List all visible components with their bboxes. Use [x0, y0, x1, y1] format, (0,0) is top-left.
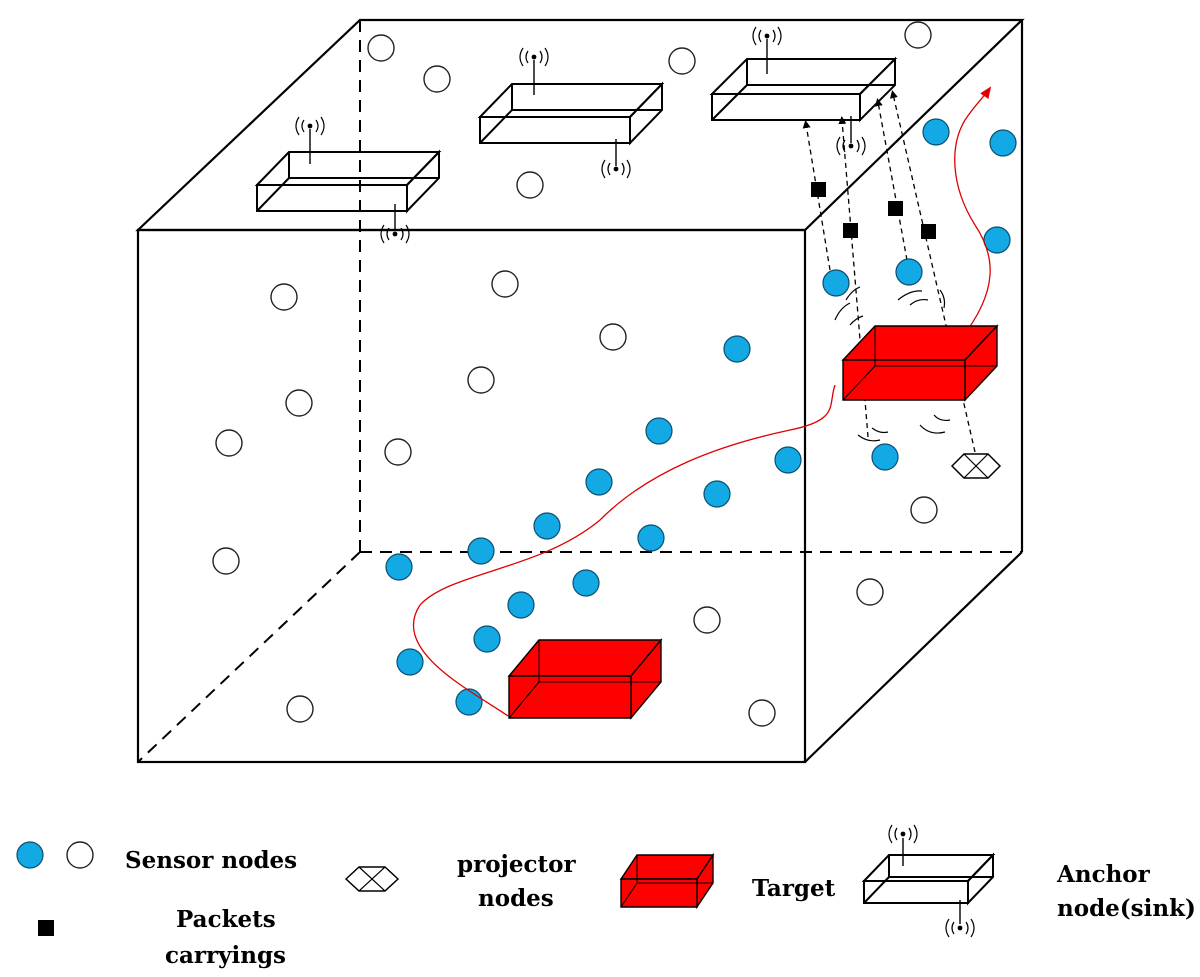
sensor-node-idle	[904, 21, 932, 49]
legend-anchor-label-1: Anchor	[1056, 861, 1151, 888]
legend-packets-label-1: Packets	[176, 906, 276, 933]
sensor-node-active	[572, 569, 600, 597]
antenna-icon	[601, 159, 631, 179]
sensor-node-active	[507, 591, 535, 619]
sensor-node-active	[585, 468, 613, 496]
sensor-node-active	[989, 129, 1017, 157]
legend-sensor-active-icon	[16, 841, 44, 869]
target-upper	[841, 324, 999, 402]
legend-packets-label-2: carryings	[165, 942, 286, 969]
target-trajectory	[412, 88, 990, 717]
packet-icon	[843, 223, 858, 238]
packet-icon	[888, 201, 903, 216]
packet-icon	[921, 224, 936, 239]
sensor-node-active	[455, 688, 483, 716]
sensor-node-active	[637, 524, 665, 552]
sensor-node-active	[895, 258, 923, 286]
sensor-node-idle	[270, 283, 298, 311]
sensor-node-idle	[599, 323, 627, 351]
sensor-node-idle	[467, 366, 495, 394]
anchor-node	[477, 47, 665, 179]
sensor-node-idle	[910, 496, 938, 524]
sensor-node-active	[723, 335, 751, 363]
anchor-node	[709, 26, 898, 156]
legend-anchor-node-icon	[861, 824, 996, 938]
sensor-node-idle	[748, 699, 776, 727]
packets	[811, 182, 936, 239]
sensor-node-active	[703, 480, 731, 508]
sensor-node-idle	[856, 578, 884, 606]
packet-icon	[811, 182, 826, 197]
legend-target-label: Target	[752, 875, 836, 902]
acoustic-waves	[834, 286, 951, 442]
sensor-node-idle	[491, 270, 519, 298]
legend: Sensor nodes Packets carryings projector…	[16, 824, 1196, 969]
projector-node-icon	[950, 453, 1002, 479]
sensor-node-active	[396, 648, 424, 676]
targets	[507, 324, 999, 720]
legend-target-icon	[619, 852, 715, 910]
antenna-icon	[945, 918, 975, 938]
sensor-node-active	[467, 537, 495, 565]
sensor-node-idle	[367, 34, 395, 62]
sensor-node-active	[533, 512, 561, 540]
legend-sensor-idle-icon	[66, 841, 94, 869]
sensor-node-idle	[693, 606, 721, 634]
legend-projector-label-2: nodes	[478, 885, 554, 912]
antenna-icon	[380, 224, 410, 244]
sensor-node-active	[774, 446, 802, 474]
antenna-icon	[519, 47, 549, 67]
sensor-node-active	[385, 553, 413, 581]
sensor-node-idle	[516, 171, 544, 199]
sensor-node-active	[983, 226, 1011, 254]
anchor-node	[254, 116, 442, 244]
sensor-node-idle	[668, 47, 696, 75]
antenna-icon	[888, 824, 918, 844]
sensor-node-idle	[285, 389, 313, 417]
legend-packet-icon	[38, 920, 54, 936]
sensor-node-idle	[384, 438, 412, 466]
legend-anchor-label-2: node(sink)	[1057, 895, 1196, 922]
legend-sensor-nodes-label: Sensor nodes	[125, 847, 297, 874]
anchor-nodes	[254, 26, 898, 244]
sensor-node-active	[473, 625, 501, 653]
antenna-icon	[836, 136, 866, 156]
sensor-nodes	[212, 21, 1017, 727]
antenna-icon	[295, 116, 325, 136]
sensor-node-active	[645, 417, 673, 445]
antenna-icon	[752, 26, 782, 46]
sensor-node-active	[871, 443, 899, 471]
legend-projector-label-1: projector	[457, 851, 576, 878]
sensor-node-active	[922, 118, 950, 146]
legend-projector-node-icon	[344, 866, 400, 892]
sensor-node-idle	[423, 65, 451, 93]
target-lower	[507, 638, 663, 720]
sensor-node-idle	[212, 547, 240, 575]
sensor-node-active	[822, 269, 850, 297]
sensor-node-idle	[286, 695, 314, 723]
sensor-node-idle	[215, 429, 243, 457]
